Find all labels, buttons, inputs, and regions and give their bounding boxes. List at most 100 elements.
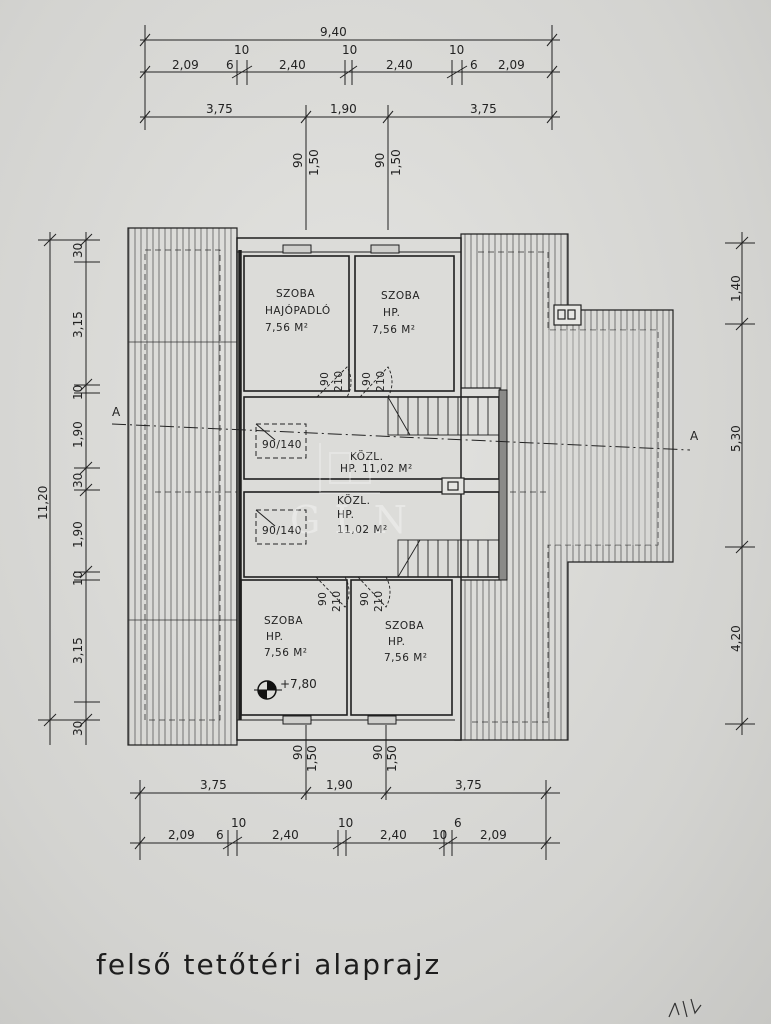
- dim-bottom-3-75-left: 3,75: [200, 778, 227, 792]
- door-label-4w: 90: [359, 592, 371, 606]
- dim-bottom-window-150-b: 1,50: [385, 745, 399, 772]
- dim-left-30-top: 30: [71, 243, 85, 258]
- dim-bottom-1-90: 1,90: [326, 778, 353, 792]
- dim-left-3-15-top: 3,15: [71, 311, 85, 338]
- room-floor: HP.: [388, 636, 405, 648]
- door-label-3h: 210: [331, 590, 343, 612]
- room-szoba-1: SZOBA HAJÓPADLÓ 7,56 M²: [265, 288, 331, 334]
- door-label-3w: 90: [317, 592, 329, 606]
- room-area: 7,56 M²: [372, 324, 416, 336]
- room-floor: HP.: [337, 509, 354, 521]
- dim-overall-height: 11,20: [36, 486, 50, 520]
- dim-left-1-90-b: 1,90: [71, 521, 85, 548]
- dim-top-1-90: 1,90: [330, 102, 357, 116]
- left-dimension-labels: 11,20 30 3,15 10 1,90 30 1,90 10 3,15 30: [36, 243, 85, 736]
- section-mark-left: A: [112, 405, 121, 419]
- room-name: KÖZL.: [337, 494, 370, 507]
- top-dimensions: [139, 25, 560, 230]
- dim-overall-width: 9,40: [320, 25, 347, 39]
- dim-left-1-90-a: 1,90: [71, 421, 85, 448]
- dim-bottom-2-40-left: 2,40: [272, 828, 299, 842]
- dim-top-2-40-right: 2,40: [386, 58, 413, 72]
- room-szoba-3: SZOBA HP. 7,56 M²: [264, 615, 308, 659]
- dim-top-2-40-left: 2,40: [279, 58, 306, 72]
- room-area: 7,56 M²: [384, 652, 428, 664]
- section-mark-right: A: [690, 429, 699, 443]
- dim-bottom-2-09-right: 2,09: [480, 828, 507, 842]
- dim-top-3-75-right: 3,75: [470, 102, 497, 116]
- left-dimensions: [38, 232, 100, 745]
- room-name: SZOBA: [381, 290, 420, 302]
- room-floor: HP.: [266, 631, 283, 643]
- dim-right-1-40: 1,40: [729, 275, 743, 302]
- room-area: 7,56 M²: [265, 322, 309, 334]
- plan-caption: felső tetőtéri alaprajz: [96, 948, 442, 981]
- stair-lower: [397, 539, 500, 578]
- dim-bottom-3-75-right: 3,75: [455, 778, 482, 792]
- dim-left-3-15-bottom: 3,15: [71, 637, 85, 664]
- dim-left-30-bottom: 30: [71, 721, 85, 736]
- dim-bottom-6-right: 6: [454, 816, 462, 830]
- room-name: SZOBA: [276, 288, 315, 300]
- dim-window-150-b: 1,50: [389, 149, 403, 176]
- dim-window-90-a: 90: [291, 153, 305, 168]
- dim-top-2-09-right: 2,09: [498, 58, 525, 72]
- corner-signature-icon: [668, 998, 702, 1018]
- room-area: 7,56 M²: [264, 647, 308, 659]
- dim-bottom-window-150-a: 1,50: [305, 745, 319, 772]
- dim-top-gap-1: 10: [234, 43, 249, 57]
- top-dimension-labels: 9,40 2,09 6 2,40 2,40 6 2,09 10 10 10 3,…: [172, 25, 525, 176]
- dim-top-gap-2: 10: [342, 43, 357, 57]
- room-name: SZOBA: [385, 620, 424, 632]
- bottom-dimensions: [130, 725, 560, 860]
- attic-hatch-labels: 90/140 90/140: [262, 439, 302, 537]
- dim-top-6-right: 6: [470, 58, 478, 72]
- dim-bottom-6-left: 6: [216, 828, 224, 842]
- dim-bottom-2-09-left: 2,09: [168, 828, 195, 842]
- right-dimension-labels: 1,40 5,30 4,20: [729, 275, 743, 652]
- door-swings: [315, 366, 393, 608]
- level-mark-text: +7,80: [280, 677, 317, 691]
- room-name: KÖZL.: [350, 450, 383, 463]
- dim-top-6-left: 6: [226, 58, 234, 72]
- bottom-dimension-labels: 90 1,50 90 1,50 3,75 1,90 3,75 2,09 6 2,…: [168, 745, 507, 842]
- roof-hatching: [127, 227, 674, 746]
- room-area: 11,02 M²: [337, 524, 388, 536]
- dim-top-3-75-left: 3,75: [206, 102, 233, 116]
- level-marker: +7,80: [254, 677, 317, 700]
- dim-bottom-window-90-a: 90: [291, 745, 305, 760]
- room-szoba-4: SZOBA HP. 7,56 M²: [384, 620, 428, 664]
- room-floor: HAJÓPADLÓ: [265, 304, 331, 317]
- attic-hatches: [255, 423, 307, 545]
- room-name: SZOBA: [264, 615, 303, 627]
- door-label-2w: 90: [361, 372, 373, 386]
- room-kozl-1: KÖZL. HP. 11,02 M²: [340, 450, 413, 475]
- dim-bottom-window-90-b: 90: [371, 745, 385, 760]
- stair-upper: [387, 396, 500, 436]
- door-label-2h: 210: [375, 370, 387, 392]
- dim-left-10-b: 10: [71, 571, 85, 586]
- door-label-4h: 210: [373, 590, 385, 612]
- dim-bottom-gap-2: 10: [338, 816, 353, 830]
- dim-left-30-mid: 30: [71, 473, 85, 488]
- room-area: 11,02 M²: [362, 463, 413, 475]
- dim-top-gap-3: 10: [449, 43, 464, 57]
- section-line: A A: [111, 405, 699, 451]
- dim-right-4-20: 4,20: [729, 625, 743, 652]
- hatch-label-2: 90/140: [262, 525, 302, 537]
- dim-top-2-09-left: 2,09: [172, 58, 199, 72]
- room-floor: HP.: [383, 307, 400, 319]
- room-szoba-2: SZOBA HP. 7,56 M²: [372, 290, 420, 336]
- chimney: [441, 304, 582, 495]
- dim-bottom-gap-3: 10: [432, 828, 447, 842]
- dim-left-10-a: 10: [71, 385, 85, 400]
- door-labels: 90 210 90 210 90 210 90 210: [317, 370, 387, 612]
- dim-right-5-30: 5,30: [729, 425, 743, 452]
- door-label-1h: 210: [333, 370, 345, 392]
- dim-window-150-a: 1,50: [307, 149, 321, 176]
- dim-bottom-2-40-right: 2,40: [380, 828, 407, 842]
- dim-bottom-gap-1: 10: [231, 816, 246, 830]
- dim-window-90-b: 90: [373, 153, 387, 168]
- room-floor: HP.: [340, 463, 357, 475]
